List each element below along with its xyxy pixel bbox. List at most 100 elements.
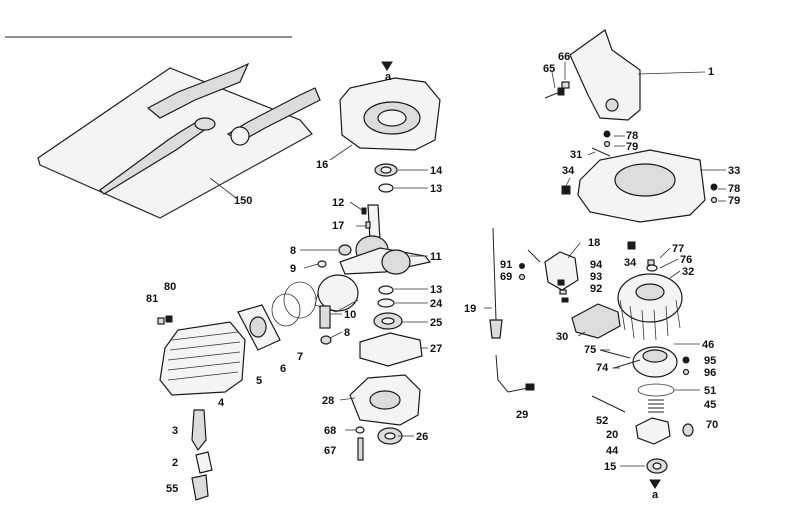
seal-part-14 (374, 163, 398, 177)
gasket-part-5 (237, 304, 281, 351)
label-78-upper: 78 (626, 130, 638, 142)
label-51: 51 (704, 385, 716, 397)
ring-part-13-lower (378, 285, 394, 295)
label-14: 14 (430, 165, 443, 177)
label-9: 9 (290, 263, 296, 275)
label-79-right: 79 (728, 195, 740, 207)
label-79-upper: 79 (626, 141, 638, 153)
label-55: 55 (166, 483, 178, 495)
label-94: 94 (590, 259, 603, 271)
label-69: 69 (500, 271, 512, 283)
label-5: 5 (256, 375, 262, 387)
label-8-upper: 8 (290, 245, 296, 257)
washer-part-69 (518, 273, 526, 281)
label-30: 30 (556, 331, 568, 343)
label-12: 12 (332, 197, 344, 209)
label-45: 45 (704, 399, 716, 411)
rod-part-52 (591, 395, 626, 413)
label-76: 76 (680, 254, 692, 266)
washer-part-24 (377, 298, 395, 308)
part-70 (682, 423, 694, 437)
label-20: 20 (606, 429, 618, 441)
marker-a-top-label: a (385, 71, 392, 83)
label-74: 74 (596, 362, 609, 374)
marker-a-top: a (381, 61, 393, 83)
label-6: 6 (280, 363, 286, 375)
label-8-lower: 8 (344, 327, 350, 339)
washer-part-76 (646, 264, 658, 272)
label-91: 91 (500, 259, 512, 271)
label-2: 2 (172, 457, 178, 469)
crankshaft-part-11 (339, 204, 432, 275)
label-25: 25 (430, 317, 442, 329)
washer-part-96 (682, 368, 690, 376)
bearing-part-25 (373, 312, 403, 330)
label-78-right: 78 (728, 183, 740, 195)
label-150: 150 (234, 195, 252, 207)
screw-part-78-right (710, 183, 718, 191)
marker-a-bottom-label: a (652, 489, 659, 501)
key-part-12 (361, 207, 367, 215)
label-52: 52 (596, 415, 608, 427)
pin-part-17 (365, 221, 371, 229)
piston-ring-part-6b (271, 293, 301, 327)
label-67: 67 (324, 445, 336, 457)
pin-part-31 (591, 147, 611, 157)
label-75: 75 (584, 344, 596, 356)
crankcase-half-part-16 (339, 77, 441, 151)
dipstick-part-19 (489, 227, 503, 339)
label-13-upper: 13 (430, 183, 442, 195)
gasket-part-27 (359, 332, 423, 367)
label-66: 66 (558, 51, 570, 63)
label-1: 1 (708, 66, 714, 78)
label-93: 93 (590, 271, 602, 283)
label-96: 96 (704, 367, 716, 379)
part-94 (557, 279, 565, 286)
ring-part-13-upper (378, 183, 394, 193)
nut-part-15 (646, 458, 668, 474)
hub-part-20 (635, 417, 671, 445)
label-3: 3 (172, 425, 178, 437)
label-68: 68 (324, 425, 336, 437)
spring-part-51 (637, 383, 675, 397)
spark-plug-part-3 (191, 409, 207, 452)
bearing-part-8-lower (320, 335, 332, 345)
crankcase-half-part-28 (349, 374, 421, 426)
flywheel-part-32 (617, 273, 683, 341)
label-44: 44 (606, 445, 619, 457)
label-95: 95 (704, 355, 716, 367)
screw-part-91 (519, 263, 525, 269)
starter-part-30 (571, 303, 621, 339)
label-24: 24 (430, 298, 443, 310)
bolt-part-67 (357, 437, 364, 461)
label-65: 65 (543, 63, 555, 75)
label-29: 29 (516, 409, 528, 421)
clip-part-9 (317, 260, 327, 268)
piston-ring-part-6 (283, 281, 317, 319)
marker-a-bottom: a (649, 479, 661, 501)
wrist-pin-part-10 (319, 305, 331, 329)
pulley-part-46 (632, 346, 678, 378)
ignition-coil-part-18 (527, 249, 579, 291)
leader-lines (209, 62, 726, 467)
label-80: 80 (164, 281, 176, 293)
label-34-upper: 34 (562, 165, 575, 177)
label-31: 31 (570, 149, 582, 161)
label-77: 77 (672, 243, 684, 255)
bearing-part-8-upper (338, 244, 352, 256)
label-7: 7 (297, 351, 303, 363)
label-32: 32 (682, 266, 694, 278)
nut-part-34-lower (627, 241, 636, 250)
label-46: 46 (702, 339, 714, 351)
label-10: 10 (344, 309, 356, 321)
label-28: 28 (322, 395, 334, 407)
label-13-lower: 13 (430, 284, 442, 296)
label-17: 17 (332, 220, 344, 232)
label-15: 15 (604, 461, 616, 473)
tool-kit-part-150 (37, 62, 321, 219)
part-labels: 1 65 66 78 79 31 34 33 78 79 16 14 13 12… (146, 51, 740, 495)
boot-part-2 (195, 451, 213, 474)
screw-part-65 (544, 87, 565, 99)
terminal-part-55 (191, 474, 209, 501)
part-75 (599, 349, 631, 359)
